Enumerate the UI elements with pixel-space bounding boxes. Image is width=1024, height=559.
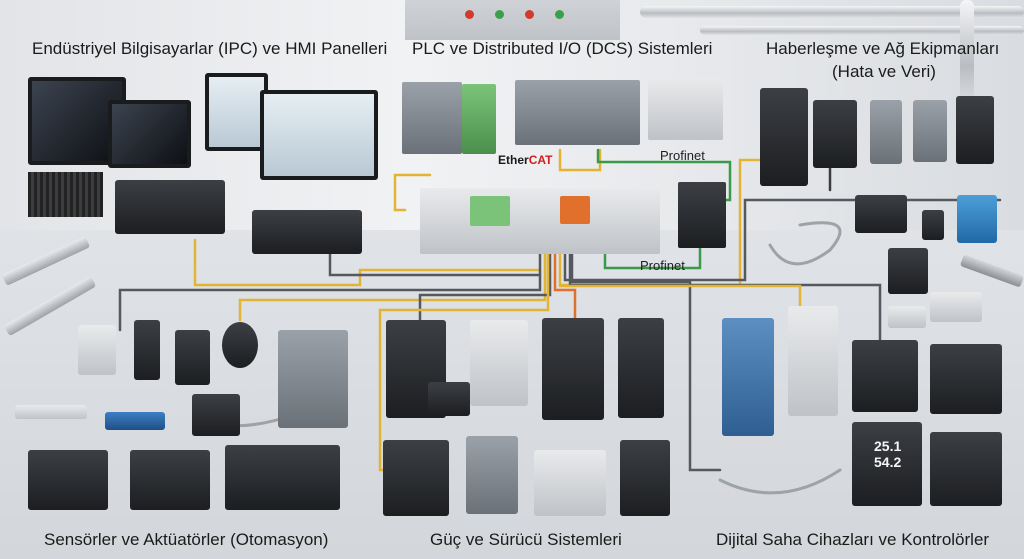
gateway-icon — [956, 96, 994, 164]
indicator-light-icon — [465, 10, 474, 19]
ethercat-prefix: Ether — [498, 153, 529, 167]
db-connector-icon — [930, 292, 982, 322]
controller-icon — [930, 432, 1002, 506]
laser-sensor-icon — [192, 394, 240, 436]
controller-readout-bottom: 54.2 — [874, 454, 902, 470]
ups-icon — [383, 440, 449, 516]
hmi-panel-icon — [205, 73, 268, 151]
solenoid-valve-icon — [28, 450, 108, 510]
power-supply-icon — [466, 436, 518, 514]
power-supply-icon — [470, 320, 528, 406]
solenoid-valve-icon — [225, 445, 340, 510]
industrial-pc-icon — [115, 180, 225, 234]
network-switch-icon — [813, 100, 857, 168]
media-converter-icon — [913, 100, 947, 162]
ethercat-suffix: CAT — [528, 153, 553, 167]
sensor-cable-connector — [105, 412, 165, 430]
fanless-pc-icon — [28, 172, 103, 217]
pipe-decoration — [700, 26, 1024, 35]
plc-icon — [402, 82, 462, 154]
section-title-sensors: Sensörler ve Aktüatörler (Otomasyon) — [44, 530, 329, 549]
profinet-label-top: Profinet — [660, 148, 705, 163]
network-switch-icon — [678, 182, 726, 248]
photoelectric-sensor-icon — [134, 320, 160, 380]
section-title-ipc: Endüstriyel Bilgisayarlar (IPC) ve HMI P… — [32, 39, 388, 58]
power-meter-icon — [534, 450, 606, 516]
router-icon — [855, 195, 907, 233]
valve-icon — [278, 330, 348, 428]
solenoid-valve-icon — [130, 450, 210, 510]
controller-icon — [852, 340, 918, 412]
box-pc-icon — [252, 210, 362, 254]
plc-icon — [515, 80, 640, 145]
drive-icon — [620, 440, 670, 516]
indicator-light-icon — [435, 10, 444, 19]
media-converter-icon — [870, 100, 902, 164]
pipe-decoration — [960, 0, 974, 110]
hmi-panel-icon — [260, 90, 378, 180]
industrial-monitor-icon — [108, 100, 191, 168]
section-title-network-line1: Haberleşme ve Ağ Ekipmanları — [766, 39, 1000, 58]
plc-io-module — [462, 84, 496, 154]
controller-icon: 25.1 54.2 — [852, 422, 922, 506]
wireless-module-icon — [922, 210, 944, 240]
camera-sensor-icon — [222, 322, 258, 368]
drive-icon — [618, 318, 664, 418]
db-connector-icon — [888, 306, 926, 328]
section-title-network-line2: (Hata ve Veri) — [832, 62, 936, 81]
section-title-field: Dijital Saha Cihazları ve Kontrolörler — [716, 530, 990, 549]
control-cabinet-background — [405, 0, 620, 40]
vision-sensor-icon — [78, 325, 116, 375]
transmitter-icon — [722, 318, 774, 436]
handheld-tester-icon — [888, 248, 928, 294]
controller-readout-top: 25.1 — [874, 438, 902, 454]
profinet-label-bottom: Profinet — [640, 258, 685, 273]
proximity-sensor-icon — [15, 405, 87, 419]
indicator-light-icon — [525, 10, 534, 19]
sensor-icon — [175, 330, 210, 385]
io-terminal-block — [648, 78, 723, 140]
pipe-decoration — [640, 6, 1024, 18]
indicator-light-icon — [555, 10, 564, 19]
terminal-strip — [560, 196, 590, 224]
indicator-light-icon — [495, 10, 504, 19]
terminal-strip — [470, 196, 510, 226]
ethercat-label: EtherCAT — [498, 153, 552, 167]
signal-isolator-icon — [788, 306, 838, 416]
section-title-power: Güç ve Sürücü Sistemleri — [430, 530, 622, 549]
battery-icon — [428, 382, 470, 416]
distributed-io-rack — [420, 188, 660, 254]
drive-icon — [542, 318, 604, 420]
wireless-gateway-icon — [957, 195, 997, 243]
controller-icon — [930, 344, 1002, 414]
section-title-plc: PLC ve Distributed I/O (DCS) Sistemleri — [412, 39, 713, 58]
network-switch-icon — [760, 88, 808, 186]
